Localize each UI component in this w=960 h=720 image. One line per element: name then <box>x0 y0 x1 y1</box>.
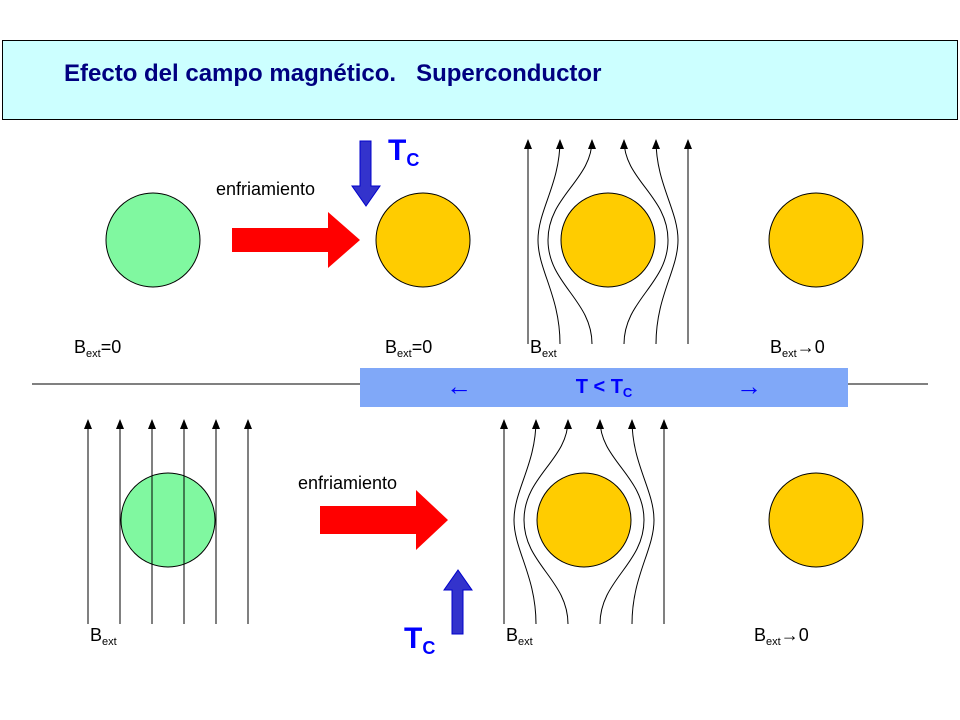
field-line-top-curved-2 <box>547 139 596 345</box>
temperature-band: ← T < TC → <box>360 368 848 407</box>
field-line-bottom-curved-1 <box>513 419 540 625</box>
field-line-top-curved-1 <box>537 139 564 345</box>
superconductor-sphere-bottom-1 <box>536 472 632 568</box>
bext-label-bottom-2: Bext <box>506 625 533 648</box>
field-line-bottom-curved-3 <box>596 419 645 625</box>
tc-arrow-up-icon <box>443 569 473 635</box>
bext-label-bottom-3: Bext→0 <box>754 625 809 648</box>
band-label: T < TC <box>575 376 633 400</box>
right-arrow-icon: → <box>736 371 762 401</box>
superconductor-sphere-bottom-2 <box>768 472 864 568</box>
bext-label-top-1: Bext=0 <box>74 337 122 360</box>
superconductor-sphere-top-3 <box>768 192 864 288</box>
field-line-bottom-curved-2 <box>523 419 572 625</box>
tc-arrow-down-icon <box>351 140 381 207</box>
superconductor-sphere-top-2 <box>560 192 656 288</box>
field-line-top-curved-3 <box>620 139 669 345</box>
superconductor-sphere-top-1 <box>375 192 471 288</box>
field-line-bottom-curved-4 <box>628 419 655 625</box>
field-line-top-curved-4 <box>652 139 679 345</box>
page-title: Efecto del campo magnético. Superconduct… <box>64 60 602 87</box>
bext-label-top-3: Bext <box>530 337 557 360</box>
normal-sphere-bottom <box>120 472 216 568</box>
bext-label-bottom-1: Bext <box>90 625 117 648</box>
cooling-arrow-bottom <box>320 490 448 550</box>
cooling-label-bottom: enfriamiento <box>298 473 398 493</box>
cooling-label-top: enfriamiento <box>216 179 316 199</box>
cooling-arrow-top <box>232 212 360 268</box>
left-arrow-icon: ← <box>446 371 472 401</box>
bext-label-top-2: Bext=0 <box>385 337 433 360</box>
tc-label-top: TC <box>388 134 420 170</box>
tc-label-bottom: TC <box>404 622 436 658</box>
bext-label-top-4: Bext→0 <box>770 337 825 360</box>
normal-sphere-top <box>105 192 201 288</box>
title-box <box>2 40 958 120</box>
